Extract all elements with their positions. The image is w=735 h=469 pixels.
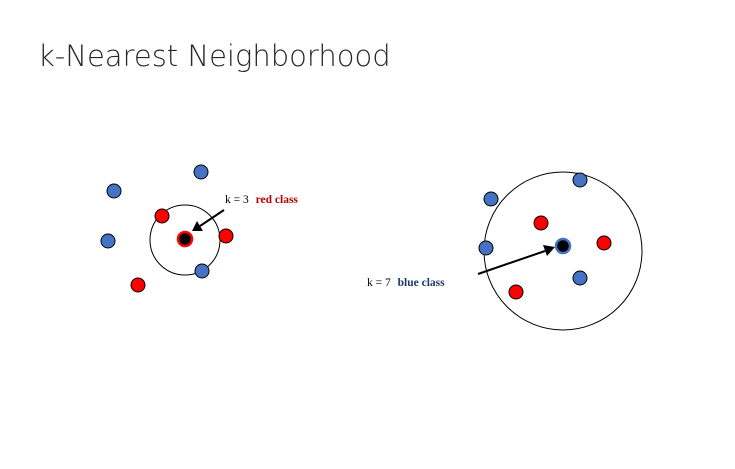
k-value-text: k = 7 [367, 277, 391, 289]
query-point-k3 [176, 230, 194, 248]
k-value-text: k = 3 [225, 194, 249, 206]
class-result-text: red class [256, 194, 299, 206]
blue-point [100, 233, 116, 249]
red-point [154, 208, 170, 224]
blue-point [572, 270, 588, 286]
blue-point [193, 164, 209, 180]
query-point-k7 [554, 237, 572, 255]
arrow-k3 [199, 209, 225, 227]
red-point [596, 235, 612, 251]
red-point [218, 228, 234, 244]
arrowhead-k3 [192, 221, 203, 231]
blue-point [483, 191, 499, 207]
blue-point [572, 172, 588, 188]
arrowhead-k7 [543, 245, 555, 256]
label-k7: k = 7 blue class [367, 277, 445, 289]
example-k7: k = 7 blue class [367, 171, 643, 331]
red-point [533, 215, 549, 231]
slide-title: k-Nearest Neighborhood [38, 39, 391, 73]
class-result-text: blue class [398, 277, 445, 289]
blue-point [106, 183, 122, 199]
red-point [130, 277, 146, 293]
example-k3: k = 3 red class [100, 164, 298, 293]
label-k3: k = 3 red class [225, 194, 298, 206]
blue-point [194, 263, 210, 279]
blue-point [478, 240, 494, 256]
arrow-k7 [477, 250, 546, 275]
red-point [508, 284, 524, 300]
